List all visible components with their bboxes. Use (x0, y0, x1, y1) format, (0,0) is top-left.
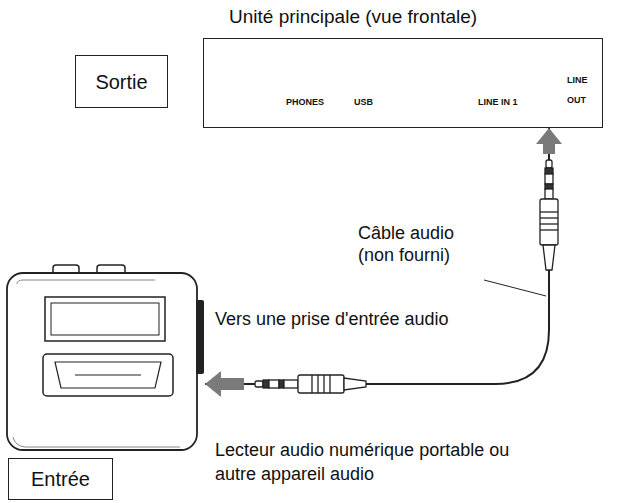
jack-label: LINE IN 1 (478, 97, 538, 108)
plug-horizontal (255, 375, 366, 393)
arrow-shaft (220, 378, 244, 390)
device-caption: Lecteur audio numérique portable ou autr… (215, 438, 545, 486)
arrow-shaft (543, 142, 555, 154)
jack-label: USB (354, 97, 384, 108)
audio-player: Lecteur audio numérique portable ou autr… (5, 262, 205, 452)
leader-line (484, 280, 546, 296)
unit-heading: Unité principale (vue frontale) (229, 5, 589, 28)
note-label: Vers une prise d'entrée audio (215, 308, 545, 330)
box-label: Entrée (9, 459, 112, 499)
jack-label: PHONES (286, 97, 336, 108)
label-box: Entrée (8, 458, 113, 500)
main-unit-panel: Unité principale (vue frontale)PHONESUSB… (203, 38, 603, 128)
jack-label: LINE OUT (567, 70, 595, 110)
box-label: Sortie (76, 56, 167, 107)
cable-label: Câble audio (non fourni) (358, 222, 488, 266)
plug-vertical (540, 160, 558, 270)
label-box: Sortie (75, 55, 168, 108)
player-outline (5, 262, 205, 452)
audio-cable (205, 128, 549, 384)
